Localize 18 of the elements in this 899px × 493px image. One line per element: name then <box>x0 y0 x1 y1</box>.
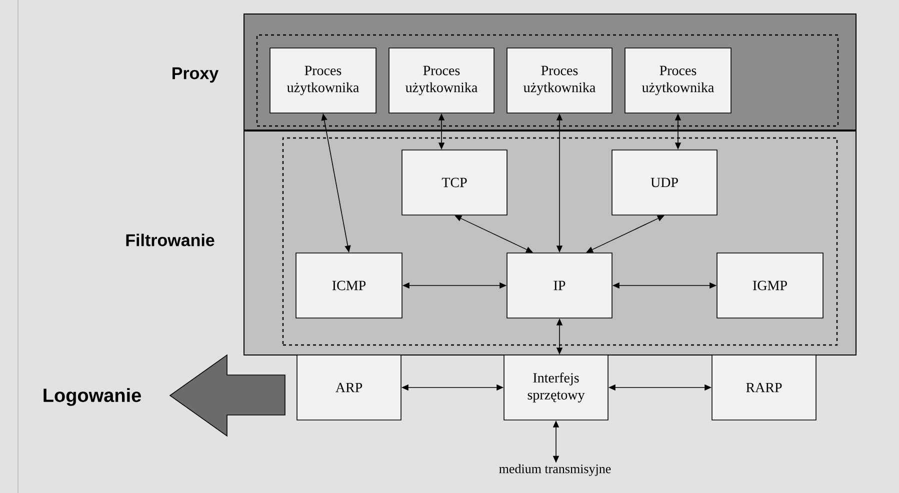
protocol-box: Proces użytkownika <box>624 48 732 114</box>
medium-label: medium transmisyjne <box>499 464 611 476</box>
protocol-box: Interfejs sprzętowy <box>504 354 608 420</box>
node-label: Filtrowanie <box>126 234 214 246</box>
protocol-box: RARP <box>712 354 816 420</box>
protocol-box: Proces użytkownika <box>388 48 494 114</box>
protocol-box: IP <box>506 252 612 318</box>
protocol-box: UDP <box>612 150 718 216</box>
protocol-box: IGMP <box>716 252 824 318</box>
node-label: Logowanie <box>44 388 141 406</box>
protocol-box: TCP <box>402 150 508 216</box>
protocol-box: ICMP <box>296 252 402 318</box>
protocol-box: Proces użytkownika <box>270 48 376 114</box>
dotted-frame <box>256 34 839 127</box>
dotted-frame <box>282 137 838 346</box>
node-label: Proxy <box>172 67 219 83</box>
protocol-box: ARP <box>296 354 402 420</box>
protocol-box: Proces użytkownika <box>506 48 612 114</box>
